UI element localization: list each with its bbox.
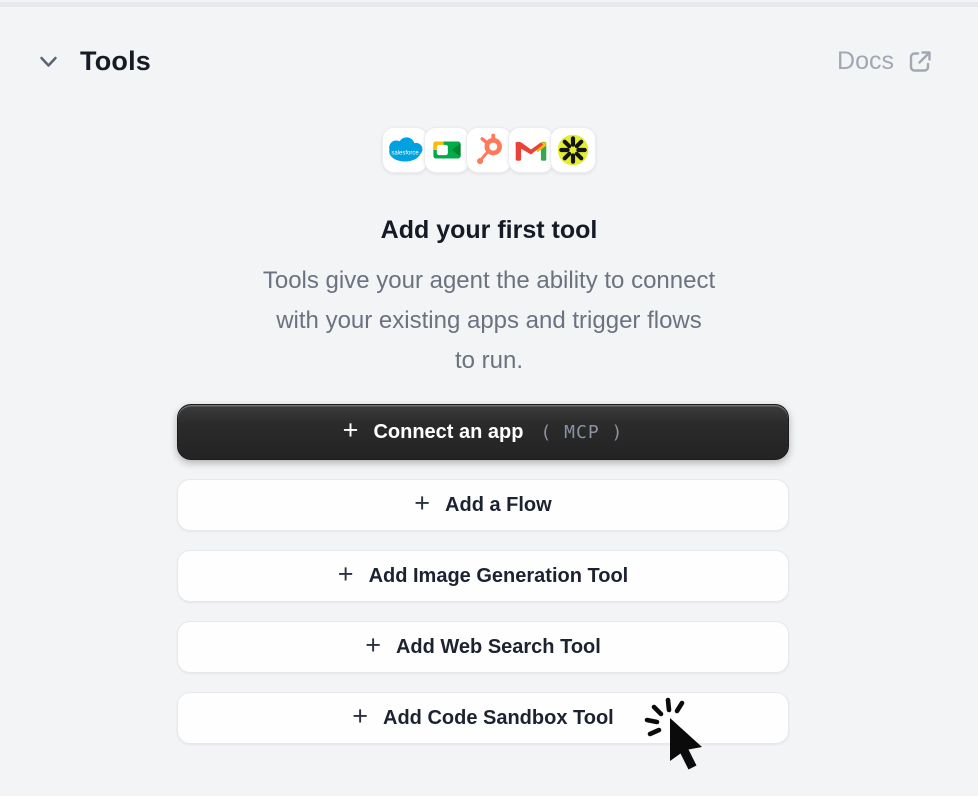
empty-state-heading: Add your first tool: [380, 216, 598, 244]
external-link-icon: [907, 48, 934, 75]
add-code-sandbox-tool-button[interactable]: + Add Code Sandbox Tool: [177, 692, 789, 744]
add-web-search-tool-button[interactable]: + Add Web Search Tool: [177, 621, 789, 673]
docs-link[interactable]: Docs: [837, 47, 934, 76]
tool-actions: + Connect an app ( MCP ) + Add a Flow + …: [177, 404, 789, 744]
chevron-down-icon: [39, 55, 58, 69]
salesforce-app-icon: salesforce: [382, 127, 428, 173]
connect-an-app-button[interactable]: + Connect an app ( MCP ): [177, 404, 789, 460]
description-line: with your existing apps and trigger flow…: [276, 307, 702, 334]
gmail-app-icon: [508, 127, 554, 173]
add-image-generation-tool-button[interactable]: + Add Image Generation Tool: [177, 550, 789, 602]
page-title: Tools: [80, 46, 151, 76]
top-divider: [0, 2, 978, 7]
collapse-toggle[interactable]: [36, 50, 60, 74]
spark-asterisk-app-icon: [550, 127, 596, 173]
description-line: Tools give your agent the ability to con…: [262, 267, 716, 294]
add-a-flow-button[interactable]: + Add a Flow: [177, 479, 789, 531]
salesforce-wordmark: salesforce: [391, 150, 419, 156]
tools-header: Tools Docs: [36, 46, 934, 77]
empty-state-description: Tools give your agent the ability to con…: [0, 261, 978, 381]
connected-apps-preview: salesforce: [0, 127, 978, 173]
google-meet-app-icon: [424, 127, 470, 173]
plus-icon: +: [365, 630, 381, 660]
hubspot-app-icon: [466, 127, 512, 173]
add-code-sandbox-tool-label: Add Code Sandbox Tool: [383, 706, 614, 729]
add-web-search-tool-label: Add Web Search Tool: [395, 635, 601, 658]
connect-an-app-label: Connect an app: [373, 420, 524, 443]
add-a-flow-label: Add a Flow: [445, 493, 552, 516]
plus-icon: +: [352, 701, 369, 731]
docs-label: Docs: [837, 47, 894, 75]
plus-icon: +: [414, 488, 431, 518]
description-line: to run.: [454, 347, 524, 374]
mcp-badge: ( MCP ): [540, 421, 624, 443]
add-image-generation-tool-label: Add Image Generation Tool: [368, 564, 629, 587]
plus-icon: +: [337, 559, 354, 589]
plus-icon: +: [342, 415, 359, 445]
